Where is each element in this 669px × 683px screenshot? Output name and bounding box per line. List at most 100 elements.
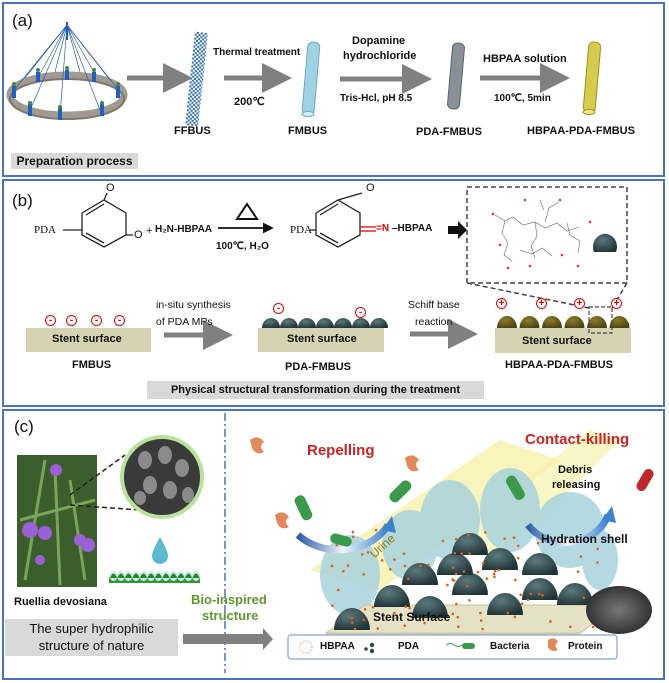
hbpaa-amine-dot bbox=[536, 541, 540, 545]
hbpaa-amine-dot bbox=[549, 620, 552, 623]
positive-charge: + bbox=[536, 298, 547, 309]
plus-sign: + bbox=[146, 225, 153, 237]
transformation-arrows bbox=[164, 319, 478, 350]
killed-bacterium bbox=[636, 468, 654, 492]
product-tail-label: –HBPAA bbox=[392, 223, 433, 234]
product-fmbus: FMBUS bbox=[288, 125, 328, 137]
step-in-situ-line2: of PDA MPs bbox=[156, 316, 213, 328]
hbpaa-amine-dot bbox=[403, 624, 406, 627]
oxygen-label-2: O bbox=[134, 229, 143, 241]
hbpaa-amine-dot bbox=[503, 537, 507, 540]
debris-arc-arrow bbox=[525, 513, 612, 547]
panel-c-label: (c) bbox=[14, 417, 34, 436]
product-pda-fmbus: PDA-FMBUS bbox=[416, 126, 482, 138]
sem-zoom-circle bbox=[69, 435, 204, 519]
pda-particle bbox=[593, 233, 617, 252]
hbpaa-amine-dot bbox=[576, 570, 580, 573]
hbpaa-amine-dot bbox=[371, 605, 375, 609]
product-ffbus: FFBUS bbox=[174, 125, 211, 137]
hbpaa-amine-dot bbox=[427, 563, 430, 567]
fmbus-surface bbox=[26, 328, 151, 352]
hbpaa-amine-dot bbox=[520, 602, 524, 606]
step3-label: HBPAA solution bbox=[483, 53, 567, 65]
step1-condition: 200℃ bbox=[234, 96, 265, 108]
micro-bump bbox=[147, 573, 155, 578]
hbpaa-particle bbox=[519, 316, 540, 328]
negative-charge: - bbox=[91, 315, 102, 326]
hbpaa-surface-label: Stent surface bbox=[522, 335, 592, 347]
micro-bump bbox=[110, 573, 117, 578]
fmbus-surface-label: Stent surface bbox=[52, 333, 122, 345]
hbpaa-amine-dot bbox=[569, 625, 572, 629]
hbpaa-amine-dot bbox=[481, 561, 485, 565]
pda-microparticle bbox=[487, 593, 523, 615]
hbpaa-amine-dot bbox=[492, 572, 496, 576]
positive-charge: + bbox=[611, 298, 622, 309]
bio-inspired-line1: Bio-inspired bbox=[191, 592, 267, 607]
hbpaa-amine-dot bbox=[363, 608, 367, 611]
hbpaa-amine-dot bbox=[404, 605, 407, 608]
pda-particles bbox=[262, 318, 388, 328]
hbpaa-amine-dot bbox=[483, 531, 487, 534]
hbpaa-amine-dot bbox=[454, 537, 458, 541]
bacteria-legend-tail bbox=[445, 643, 463, 647]
panel-c bbox=[2, 409, 665, 680]
hbpaa-amine-dot bbox=[596, 561, 599, 564]
hbpaa-amine-dot bbox=[330, 564, 334, 568]
ffbus-tube bbox=[185, 31, 208, 127]
inset-source-box bbox=[588, 306, 613, 334]
hbpaa-amine-dot bbox=[526, 598, 530, 602]
micro-bump bbox=[117, 573, 125, 578]
micro-bump bbox=[185, 573, 192, 578]
negative-charge: - bbox=[355, 307, 366, 318]
hbpaa-amine-dot bbox=[462, 570, 466, 573]
pda-particle bbox=[334, 318, 352, 328]
hbpaa-particle bbox=[542, 316, 562, 328]
pda-particle bbox=[298, 318, 316, 328]
hbpaa-amine-dot bbox=[441, 539, 445, 543]
pda-microparticle bbox=[557, 583, 593, 605]
hbpaa-amine-dot bbox=[481, 627, 484, 631]
step2-label-line1: Dopamine bbox=[352, 35, 406, 47]
hbpaa-amine-dot bbox=[362, 573, 366, 576]
black-arrow-icon bbox=[448, 221, 467, 239]
positive-charge: + bbox=[574, 298, 585, 309]
negative-charge: - bbox=[45, 315, 56, 326]
oxygen-label-1: O bbox=[106, 182, 115, 194]
hbpaa-amine-dot bbox=[403, 564, 407, 568]
hbpaa-amine-dot bbox=[393, 611, 396, 615]
pda-fmbus-tube bbox=[447, 42, 465, 110]
micro-bump bbox=[155, 573, 162, 578]
hbpaa-amine-dot bbox=[537, 592, 541, 596]
hbpaa-amine-dot bbox=[579, 555, 583, 558]
micro-bump bbox=[192, 573, 200, 578]
reaction-conditions: 100℃, H₂O bbox=[216, 241, 269, 252]
bio-inspired-arrow bbox=[183, 628, 273, 650]
pda-microparticle bbox=[452, 573, 488, 595]
hbpaa-amine-dot bbox=[454, 572, 458, 576]
hbpaa-amine-dot bbox=[388, 568, 392, 571]
hbpaa-amine-dot bbox=[350, 621, 354, 624]
pda-particle bbox=[316, 318, 334, 328]
micro-bump bbox=[125, 573, 132, 578]
hbpaa-amine-dot bbox=[362, 618, 365, 622]
water-droplet-icon bbox=[152, 537, 168, 564]
contact-killing-label: Contact-killing bbox=[525, 431, 630, 448]
pda-microparticle bbox=[452, 533, 488, 555]
hbpaa-amine-dot bbox=[497, 568, 501, 572]
debris-line1: Debris bbox=[558, 464, 593, 476]
catechol-quinone-ring bbox=[63, 192, 133, 248]
hbpaa-amine-dot bbox=[453, 551, 457, 555]
legend-graphics bbox=[287, 634, 618, 660]
micro-bump bbox=[162, 573, 170, 578]
hbpaa-surface bbox=[495, 328, 631, 353]
step1-label: Thermal treatment bbox=[213, 47, 301, 58]
hbpaa-amine-dot bbox=[353, 627, 357, 631]
hbpaa-particle bbox=[497, 316, 517, 328]
reactant-pda-label: PDA bbox=[34, 224, 57, 236]
negative-charge: - bbox=[114, 315, 125, 326]
hbpaa-amine-dot bbox=[506, 611, 510, 615]
hbpaa-amine-dot bbox=[476, 570, 480, 574]
hbpaa-amine-dot bbox=[467, 533, 470, 537]
